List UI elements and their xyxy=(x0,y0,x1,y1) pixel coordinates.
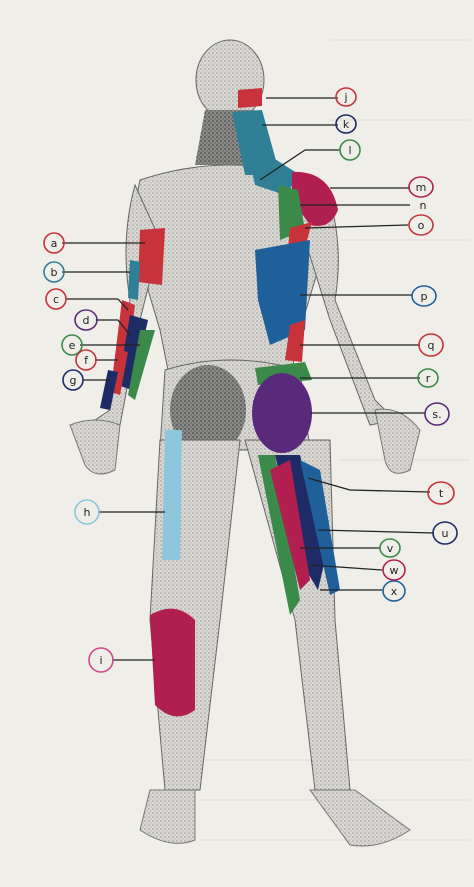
colored-muscles xyxy=(100,88,340,717)
muscle-s xyxy=(252,373,312,453)
label-p: p xyxy=(421,290,428,303)
label-text: j k l m n o p q r s. t u v w x a b c d e… xyxy=(51,91,449,667)
muscle-q xyxy=(285,320,305,362)
muscle-b xyxy=(128,260,140,300)
label-x: x xyxy=(391,585,398,598)
muscle-l xyxy=(245,140,300,195)
label-s: s. xyxy=(432,408,441,421)
muscle-i xyxy=(150,608,195,717)
muscle-v xyxy=(258,455,300,615)
label-n: n xyxy=(420,199,427,212)
label-g: g xyxy=(70,374,77,387)
leader-lines xyxy=(62,97,435,661)
muscle-p xyxy=(255,240,310,345)
muscle-h xyxy=(162,430,182,560)
label-f: f xyxy=(84,354,89,367)
label-o: o xyxy=(418,219,425,232)
label-e: e xyxy=(69,339,76,352)
muscle-w xyxy=(270,460,310,590)
label-t: t xyxy=(439,487,444,500)
label-markers xyxy=(43,87,458,673)
muscle-m xyxy=(292,171,338,226)
label-j: j xyxy=(343,91,347,104)
label-q: q xyxy=(428,339,435,352)
label-d: d xyxy=(83,314,90,327)
label-i: i xyxy=(99,654,102,667)
muscle-u xyxy=(300,460,340,595)
label-w: w xyxy=(390,564,399,577)
label-r: r xyxy=(426,372,431,385)
muscle-j xyxy=(238,88,262,108)
label-l: l xyxy=(348,144,351,157)
label-v: v xyxy=(387,542,394,555)
label-c: c xyxy=(53,293,59,306)
muscle-a xyxy=(138,228,165,285)
label-k: k xyxy=(343,118,350,131)
muscle-e xyxy=(128,330,155,400)
label-a: a xyxy=(51,237,58,250)
label-b: b xyxy=(51,266,58,279)
muscle-g xyxy=(100,370,118,410)
label-m: m xyxy=(416,181,427,194)
label-h: h xyxy=(84,506,91,519)
label-u: u xyxy=(442,527,449,540)
